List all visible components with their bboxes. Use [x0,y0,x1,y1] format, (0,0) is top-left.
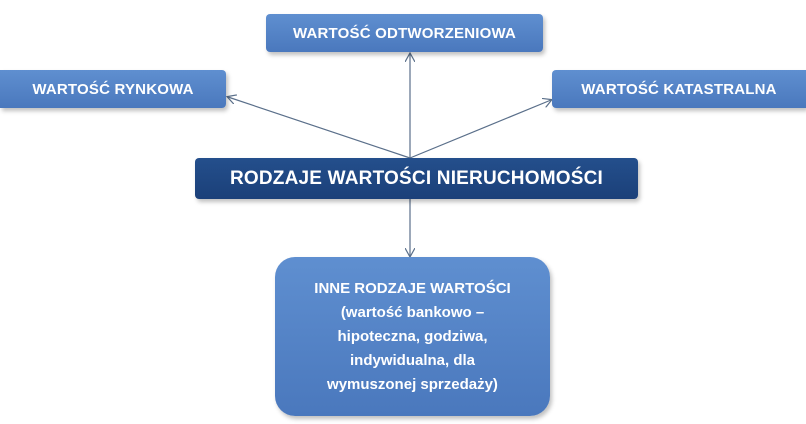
node-other-values-line: wymuszonej sprzedaży) [327,375,498,393]
node-other-values: INNE RODZAJE WARTOŚCI (wartość bankowo –… [275,257,550,416]
node-replacement-value-label: WARTOŚĆ ODTWORZENIOWA [292,24,517,42]
node-central-topic: RODZAJE WARTOŚCI NIERUCHOMOŚCI [195,158,638,199]
node-other-values-line: indywidualna, dla [349,351,476,369]
node-cadastral-value: WARTOŚĆ KATASTRALNA [552,70,806,108]
node-market-value: WARTOŚĆ RYNKOWA [0,70,226,108]
node-replacement-value: WARTOŚĆ ODTWORZENIOWA [266,14,543,52]
arrow-to-right [409,100,551,159]
arrow-to-left [228,97,411,159]
node-other-values-line: INNE RODZAJE WARTOŚCI [314,279,511,297]
node-other-values-line: hipoteczna, godziwa, [337,327,488,345]
node-market-value-label: WARTOŚĆ RYNKOWA [32,80,194,98]
node-other-values-line: (wartość bankowo – [340,303,485,321]
node-cadastral-value-label: WARTOŚĆ KATASTRALNA [581,80,777,98]
node-central-topic-label: RODZAJE WARTOŚCI NIERUCHOMOŚCI [229,167,603,189]
